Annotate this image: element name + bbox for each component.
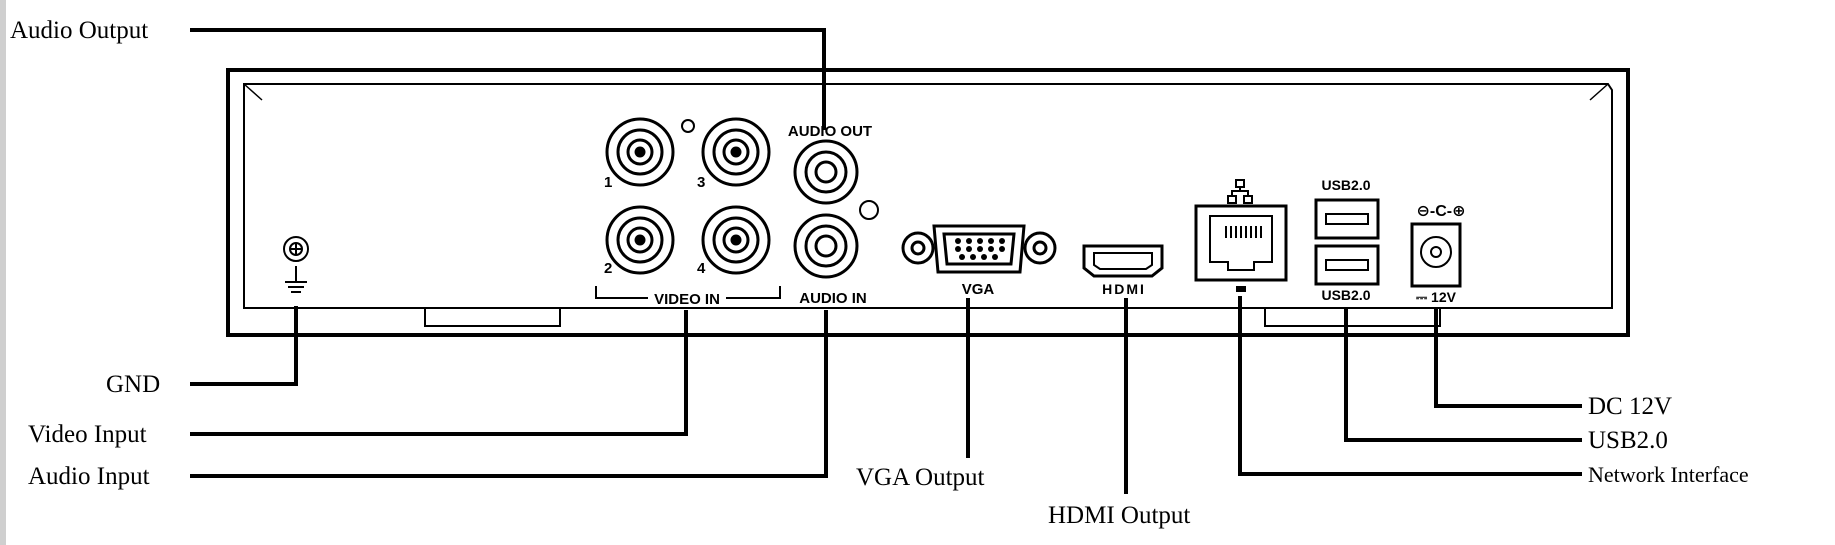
polarity-label: ⊖-C-⊕ xyxy=(1416,203,1465,220)
leader-dc-12v xyxy=(1434,308,1582,408)
network-symbol-icon xyxy=(1227,179,1253,204)
vga-port xyxy=(901,224,1057,274)
callout-usb: USB2.0 xyxy=(1588,427,1668,454)
audio-out-label: AUDIO OUT xyxy=(788,123,872,140)
hdmi-port xyxy=(1082,244,1164,278)
callout-audio-input: Audio Input xyxy=(28,463,150,490)
leader-audio-output xyxy=(190,28,826,130)
gnd-terminal xyxy=(283,236,309,262)
leader-video-input xyxy=(190,310,688,436)
leader-audio-input xyxy=(190,310,828,478)
callout-hdmi-output: HDMI Output xyxy=(1048,502,1190,529)
usb-port-bottom xyxy=(1314,244,1380,286)
bnc-label-1: 1 xyxy=(604,174,612,191)
callout-video-input: Video Input xyxy=(28,421,147,448)
callout-network-interface: Network Interface xyxy=(1588,462,1749,487)
bnc-label-3: 3 xyxy=(697,174,705,191)
indicator-hole xyxy=(859,200,879,220)
rj45-port xyxy=(1194,204,1288,282)
callout-gnd: GND xyxy=(106,371,160,398)
callout-dc-12v: DC 12V xyxy=(1588,393,1672,420)
dc-power-jack xyxy=(1410,222,1462,288)
callout-vga-output: VGA Output xyxy=(856,464,985,491)
bnc-video-1 xyxy=(605,117,675,187)
callout-audio-output: Audio Output xyxy=(10,17,148,44)
bnc-label-2: 2 xyxy=(604,260,612,277)
usb-port-top xyxy=(1314,198,1380,240)
bnc-label-4: 4 xyxy=(697,260,706,277)
leader-gnd xyxy=(190,306,298,386)
ground-symbol-icon xyxy=(285,266,307,293)
leader-network xyxy=(1238,296,1582,476)
device-chassis xyxy=(226,68,1630,337)
vga-pins xyxy=(955,238,1005,260)
rca-audio-in xyxy=(793,213,859,279)
power-label: ⎓ 12V xyxy=(1416,289,1457,305)
network-led xyxy=(1236,286,1246,292)
vga-label: VGA xyxy=(962,281,995,298)
bnc-video-2 xyxy=(605,205,675,275)
indicator-hole xyxy=(681,119,695,133)
video-in-label: VIDEO IN xyxy=(654,291,720,308)
usb-bottom-label: USB2.0 xyxy=(1321,287,1370,303)
usb-top-label: USB2.0 xyxy=(1321,177,1370,193)
bnc-video-3 xyxy=(701,117,771,187)
rj45-contacts xyxy=(1225,226,1262,238)
audio-in-label: AUDIO IN xyxy=(799,290,867,307)
page-edge xyxy=(0,0,6,545)
leader-usb xyxy=(1344,308,1582,442)
rca-audio-out xyxy=(793,139,859,205)
hdmi-label: HDMI xyxy=(1102,281,1146,297)
bnc-video-4 xyxy=(701,205,771,275)
video-in-bracket xyxy=(595,286,781,299)
leader-lines xyxy=(190,28,1582,494)
